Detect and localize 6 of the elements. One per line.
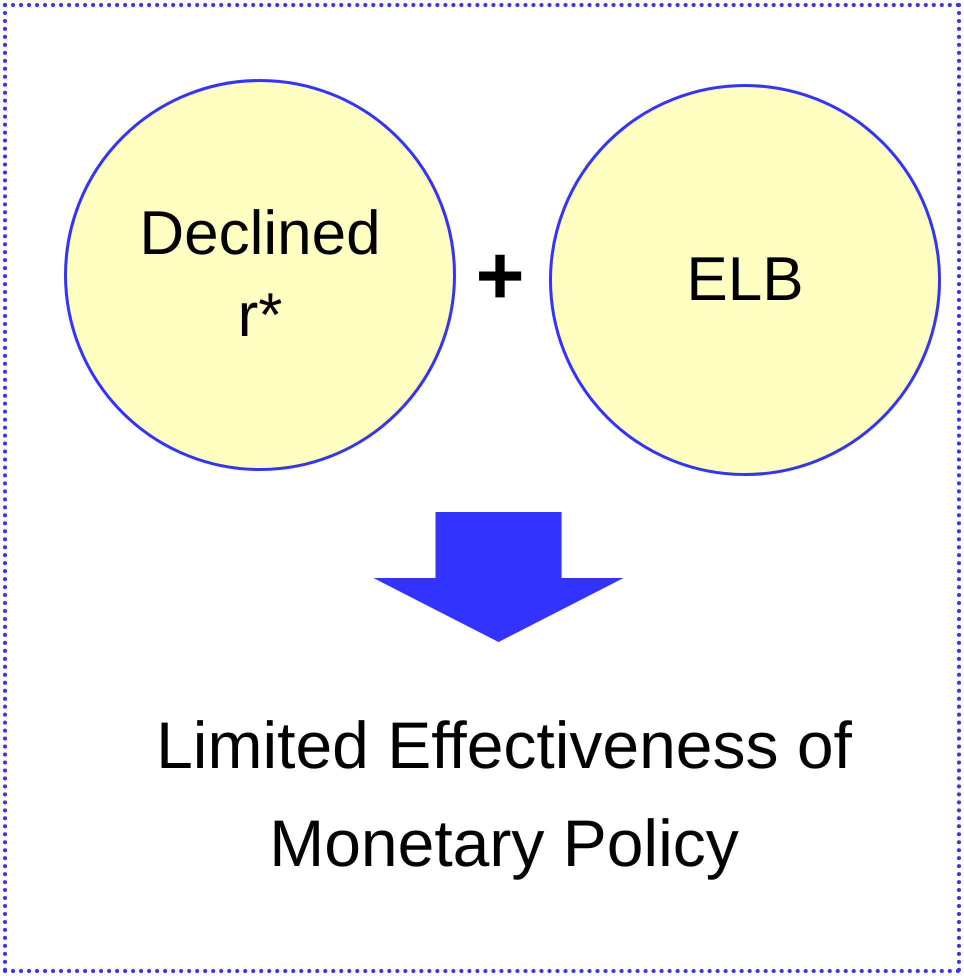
block-arrow (374, 512, 624, 642)
plus-sign: + (474, 227, 526, 324)
dotted-frame (3, 3, 961, 973)
node-text: Declined r* (138, 198, 382, 352)
node-text: ELB (685, 244, 805, 316)
node-text: Limited Effectiveness of Monetary Policy (155, 707, 853, 882)
